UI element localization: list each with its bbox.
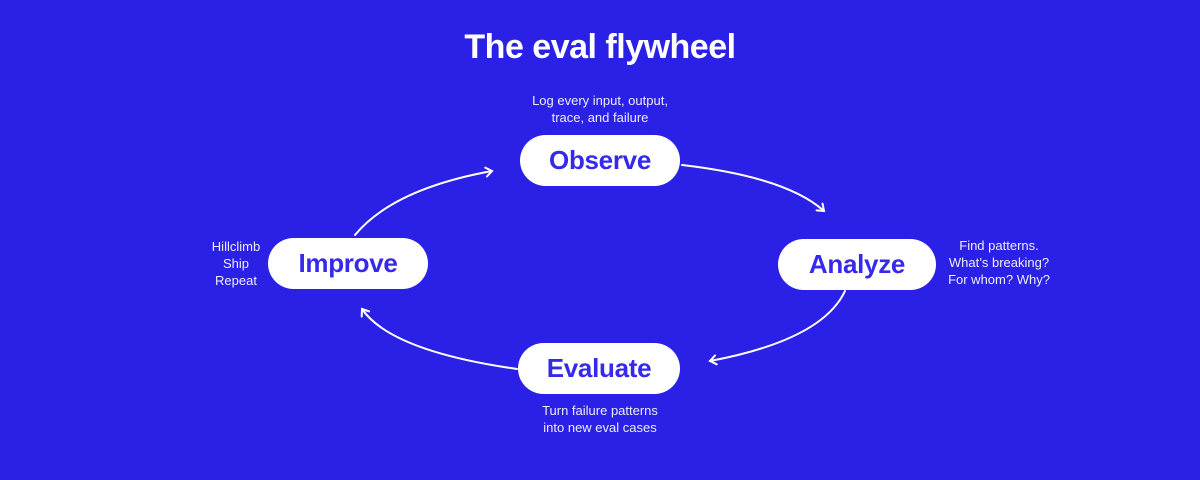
arrow-evaluate-to-improve bbox=[360, 307, 518, 370]
node-analyze: Analyze bbox=[778, 239, 936, 290]
node-improve: Improve bbox=[268, 238, 428, 289]
diagram-title: The eval flywheel bbox=[464, 28, 736, 66]
caption-observe: Log every input, output, trace, and fail… bbox=[532, 93, 668, 125]
arrow-observe-to-analyze bbox=[681, 164, 826, 213]
caption-evaluate: Turn failure patterns into new eval case… bbox=[542, 403, 658, 435]
node-observe-label: Observe bbox=[549, 145, 651, 175]
arrow-analyze-to-evaluate bbox=[708, 290, 846, 366]
node-evaluate-label: Evaluate bbox=[546, 353, 652, 383]
caption-improve: Hillclimb Ship Repeat bbox=[211, 239, 261, 288]
node-improve-label: Improve bbox=[298, 248, 398, 278]
node-analyze-label: Analyze bbox=[808, 249, 906, 279]
arrow-improve-to-observe bbox=[354, 166, 494, 236]
node-observe: Observe bbox=[520, 135, 680, 186]
caption-analyze: Find patterns. What’s breaking? For whom… bbox=[948, 238, 1050, 287]
node-evaluate: Evaluate bbox=[518, 343, 680, 394]
